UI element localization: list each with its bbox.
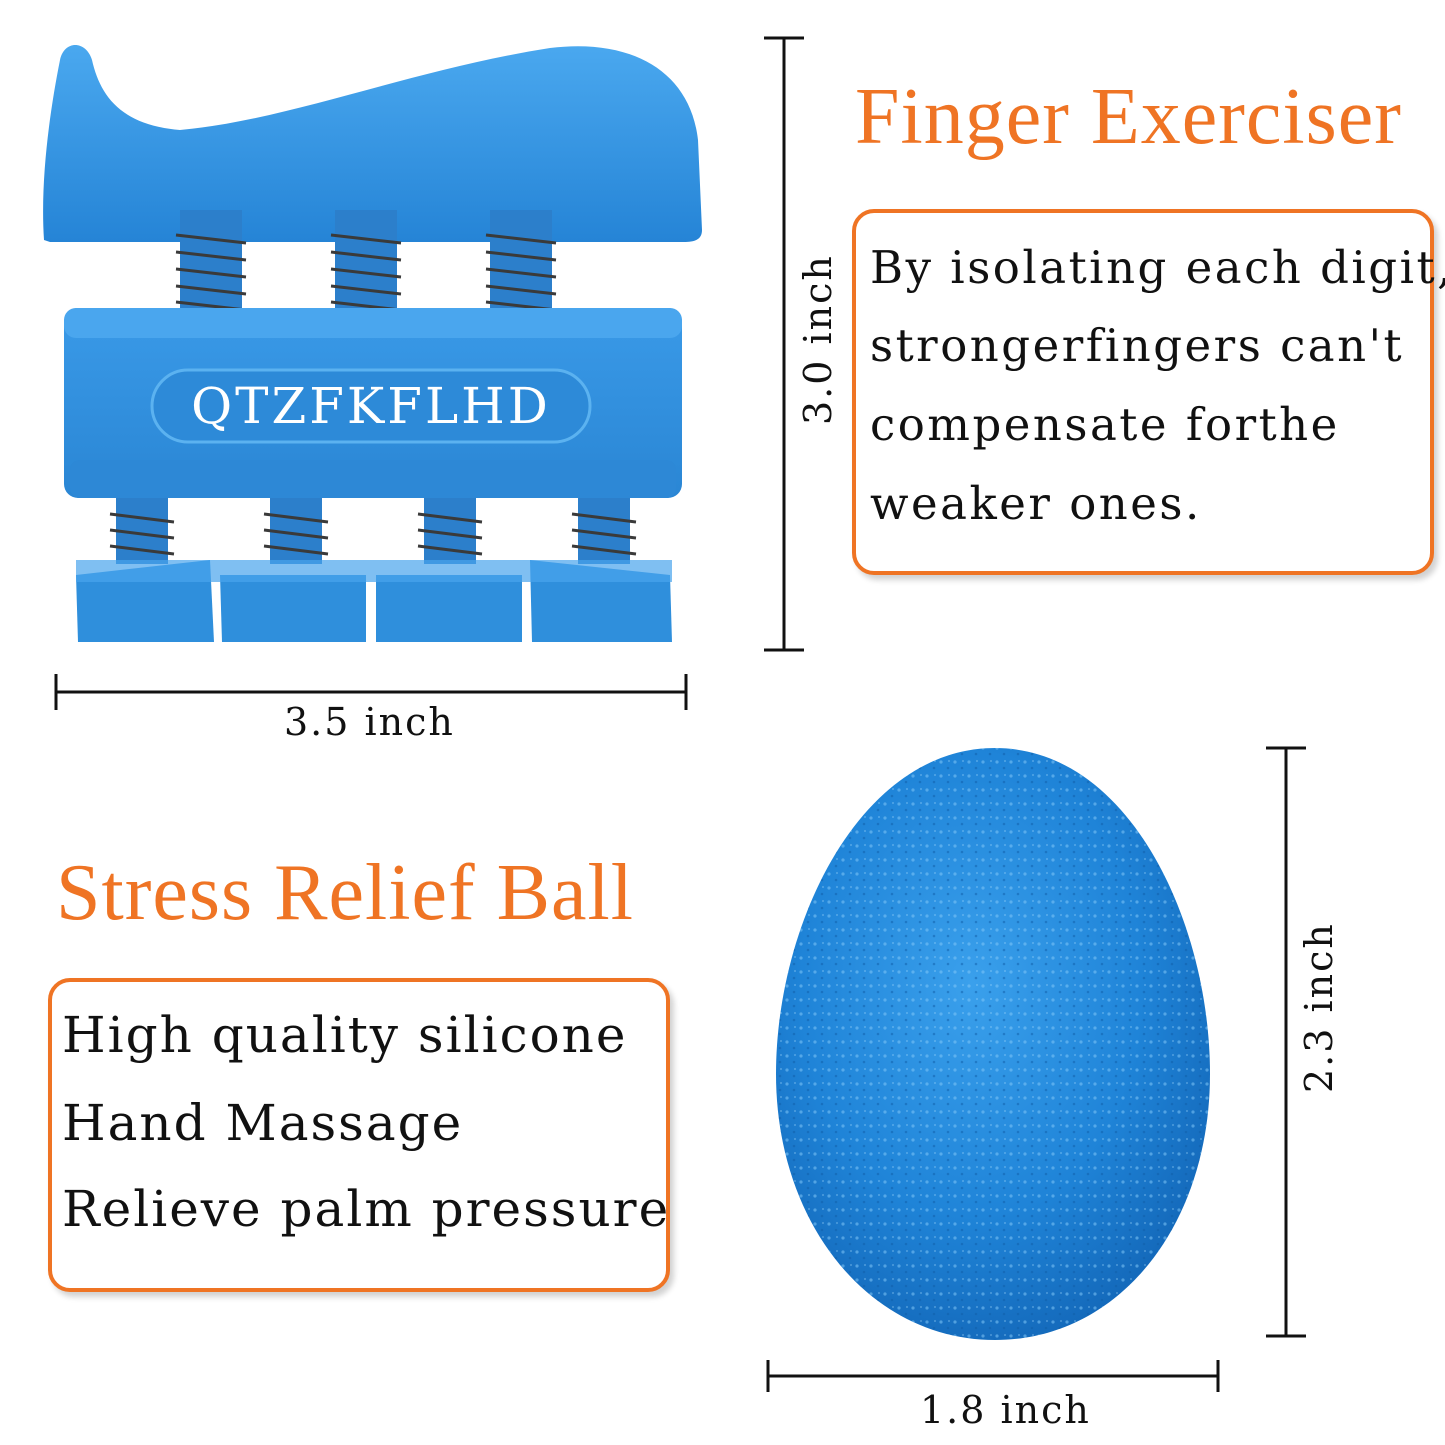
palm-rest bbox=[43, 45, 702, 242]
ball-height-label: 2.3 inch bbox=[1297, 922, 1341, 1093]
finger-exerciser-description-box: By isolating each digit, strongerfingers… bbox=[852, 209, 1445, 575]
exerciser-width-dimension bbox=[54, 674, 688, 710]
finger-pads bbox=[76, 560, 672, 642]
description-line: weaker ones. bbox=[870, 477, 1202, 530]
stress-ball-image bbox=[776, 748, 1210, 1340]
finger-exerciser-image bbox=[43, 45, 702, 642]
feature-line: Hand Massage bbox=[62, 1094, 464, 1152]
stress-ball-heading: Stress Relief Ball bbox=[56, 849, 634, 937]
ball-width-dimension bbox=[766, 1360, 1220, 1392]
exerciser-height-dimension bbox=[764, 36, 804, 652]
upper-springs bbox=[175, 210, 557, 312]
ball-width-label: 1.8 inch bbox=[920, 1388, 1091, 1432]
description-line: compensate forthe bbox=[870, 398, 1340, 451]
feature-line: Relieve palm pressure bbox=[62, 1180, 671, 1238]
finger-exerciser-heading: Finger Exerciser bbox=[855, 73, 1402, 161]
feature-line: High quality silicone bbox=[62, 1006, 628, 1064]
description-line: By isolating each digit, bbox=[870, 241, 1445, 294]
exerciser-width-label: 3.5 inch bbox=[284, 700, 455, 744]
exerciser-height-label: 3.0 inch bbox=[796, 254, 840, 425]
brand-label: QTZFKFLHD bbox=[191, 377, 551, 435]
stress-ball-features-box: High quality silicone Hand Massage Relie… bbox=[48, 978, 670, 1292]
lower-springs bbox=[109, 498, 637, 564]
description-line: strongerfingers can't bbox=[870, 319, 1405, 372]
ball-height-dimension bbox=[1266, 746, 1306, 1338]
